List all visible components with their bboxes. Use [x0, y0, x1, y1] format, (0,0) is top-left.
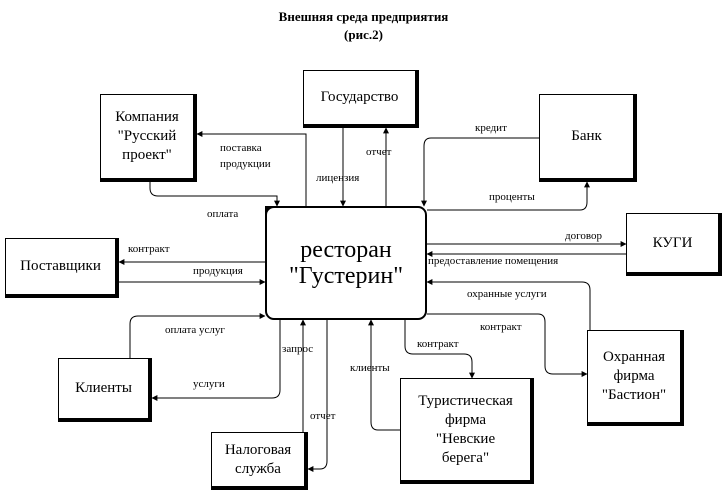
- label-contract-security: контракт: [480, 321, 522, 333]
- label-security-services: охранные услуги: [467, 288, 547, 300]
- label-request: запрос: [282, 343, 314, 355]
- label-supply-2: продукции: [220, 158, 271, 170]
- diagram-title: Внешняя среда предприятия: [278, 9, 449, 24]
- company-box: Компания "Русский проект": [100, 94, 197, 182]
- arrow-supply-products: [196, 131, 307, 206]
- label-premises: предоставление помещения: [428, 255, 559, 267]
- label-clients: клиенты: [350, 362, 390, 374]
- label-credit: кредит: [475, 122, 507, 134]
- label-report-state: отчет: [366, 146, 392, 158]
- state-box: Государство: [303, 70, 419, 128]
- restaurant-box: ресторан"Густерин": [265, 206, 427, 320]
- security-box: Охранная фирма "Бастион": [587, 330, 684, 426]
- label-supply-1: поставка: [220, 142, 262, 154]
- company-line1: Компания: [115, 109, 179, 125]
- tourist-line4: берега": [441, 449, 490, 466]
- kugi-box: КУГИ: [626, 213, 722, 276]
- arrow-services: [151, 320, 281, 401]
- label-contract-tourist: контракт: [417, 338, 459, 350]
- security-line1: Охранная: [602, 349, 666, 365]
- arrow-interest: [427, 181, 590, 211]
- security-line3: "Бастион": [601, 387, 667, 403]
- company-line3: проект": [122, 147, 172, 163]
- tourist-line1: Туристическая: [418, 392, 513, 409]
- diagram-subtitle: (рис.2): [344, 27, 383, 42]
- tax-box: Налоговая служба: [211, 432, 308, 490]
- label-payment: оплата: [207, 208, 239, 220]
- tax-line2: служба: [235, 460, 281, 477]
- arrow-credit: [421, 137, 540, 207]
- label-contract-kugi: договор: [565, 230, 602, 242]
- tourist-box: Туристическая фирма "Невские берега": [400, 378, 534, 484]
- restaurant-line2: "Густерин": [288, 263, 404, 289]
- label-interest: проценты: [489, 191, 535, 203]
- tax-line1: Налоговая: [224, 441, 292, 458]
- company-line2: "Русский: [117, 128, 177, 144]
- label-payment-services: оплата услуг: [165, 324, 225, 336]
- bank-box: Банк: [539, 94, 637, 182]
- label-license: лицензия: [316, 172, 360, 184]
- tourist-line3: "Невские: [435, 430, 496, 447]
- arrow-report-tax: [307, 320, 328, 472]
- arrow-payment-services: [129, 313, 266, 358]
- arrow-contract-tourist: [404, 320, 475, 379]
- arrow-security-services: [426, 279, 591, 330]
- security-line2: фирма: [613, 368, 655, 384]
- label-services: услуги: [193, 378, 225, 390]
- arrow-clients: [368, 319, 400, 431]
- tourist-line2: фирма: [444, 411, 487, 428]
- label-contract-suppliers: контракт: [128, 243, 170, 255]
- label-report-tax: отчет: [310, 410, 336, 422]
- arrow-contract-security: [427, 313, 588, 377]
- label-products: продукция: [193, 265, 243, 277]
- restaurant-line1: ресторан: [300, 237, 392, 263]
- arrow-payment: [149, 182, 280, 207]
- suppliers-box: Поставщики: [5, 238, 119, 298]
- clients-box: Клиенты: [58, 358, 152, 422]
